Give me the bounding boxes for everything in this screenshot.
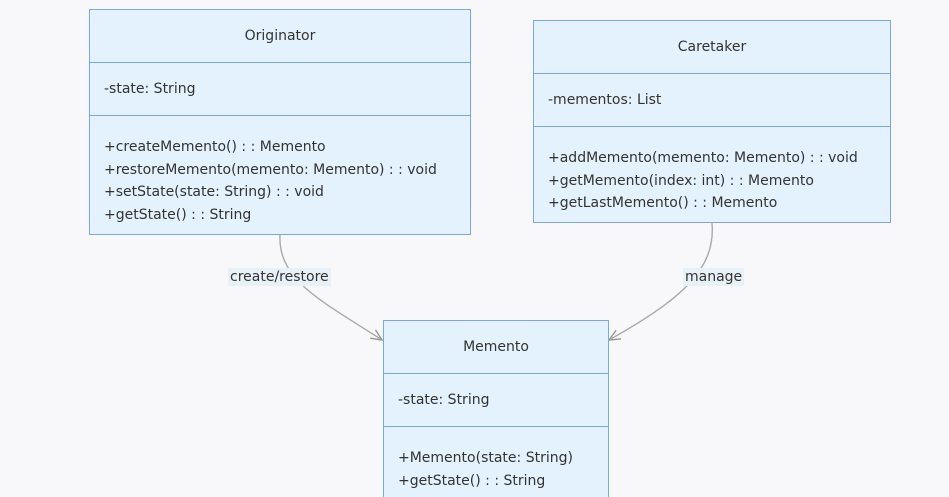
class-name: Originator (90, 10, 470, 63)
method: +Memento(state: String) (398, 450, 573, 466)
attribute: -mementos: List (548, 92, 662, 108)
method: +addMemento(memento: Memento) : : void (548, 150, 858, 166)
edge-label-manage: manage (683, 268, 745, 286)
class-methods: +Memento(state: String) +getState() : : … (384, 427, 608, 497)
attribute: -state: String (104, 81, 196, 97)
edge-originator-memento (279, 234, 384, 341)
class-attributes: -state: String (384, 374, 608, 427)
class-methods: +addMemento(memento: Memento) : : void +… (534, 127, 890, 225)
method: +getLastMemento() : : Memento (548, 195, 778, 212)
method: +getState() : : String (398, 472, 546, 489)
class-originator[interactable]: Originator -state: String +createMemento… (89, 9, 471, 235)
method: +getMemento(index: int) : : Memento (548, 172, 814, 189)
edge-label-create-restore: create/restore (228, 268, 331, 286)
method: +getState() : : String (104, 207, 252, 224)
method: +createMemento() : : Memento (104, 139, 326, 155)
method: +setState(state: String) : : void (104, 184, 324, 201)
attribute: -state: String (398, 392, 490, 408)
class-attributes: -mementos: List (534, 74, 890, 127)
class-methods: +createMemento() : : Memento +restoreMem… (90, 116, 470, 237)
class-name: Caretaker (534, 21, 890, 74)
class-name: Memento (384, 321, 608, 374)
class-memento[interactable]: Memento -state: String +Memento(state: S… (383, 320, 609, 497)
class-caretaker[interactable]: Caretaker -mementos: List +addMemento(me… (533, 20, 891, 223)
method: +restoreMemento(memento: Memento) : : vo… (104, 161, 437, 178)
class-attributes: -state: String (90, 63, 470, 116)
